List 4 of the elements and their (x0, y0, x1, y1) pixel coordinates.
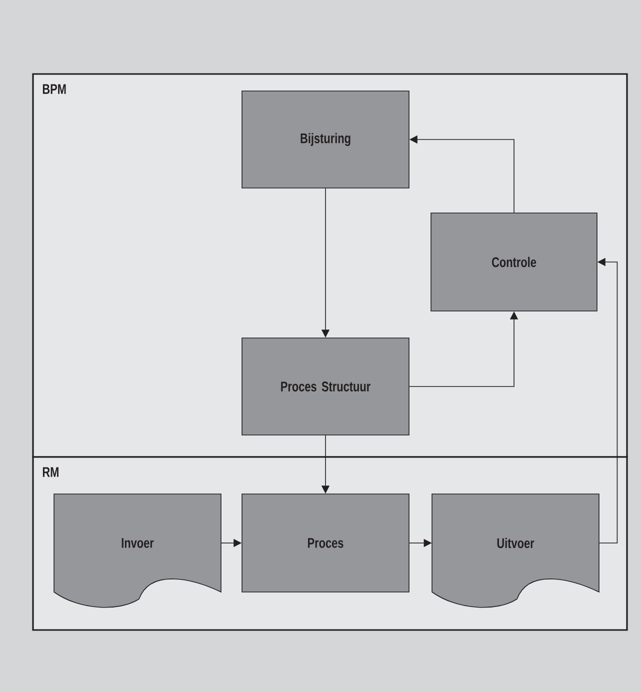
process-box: Proces Structuur (242, 338, 410, 436)
process-box: Proces (242, 494, 410, 592)
process-box: Bijsturing (242, 90, 410, 188)
process-box: Controle (430, 212, 598, 312)
